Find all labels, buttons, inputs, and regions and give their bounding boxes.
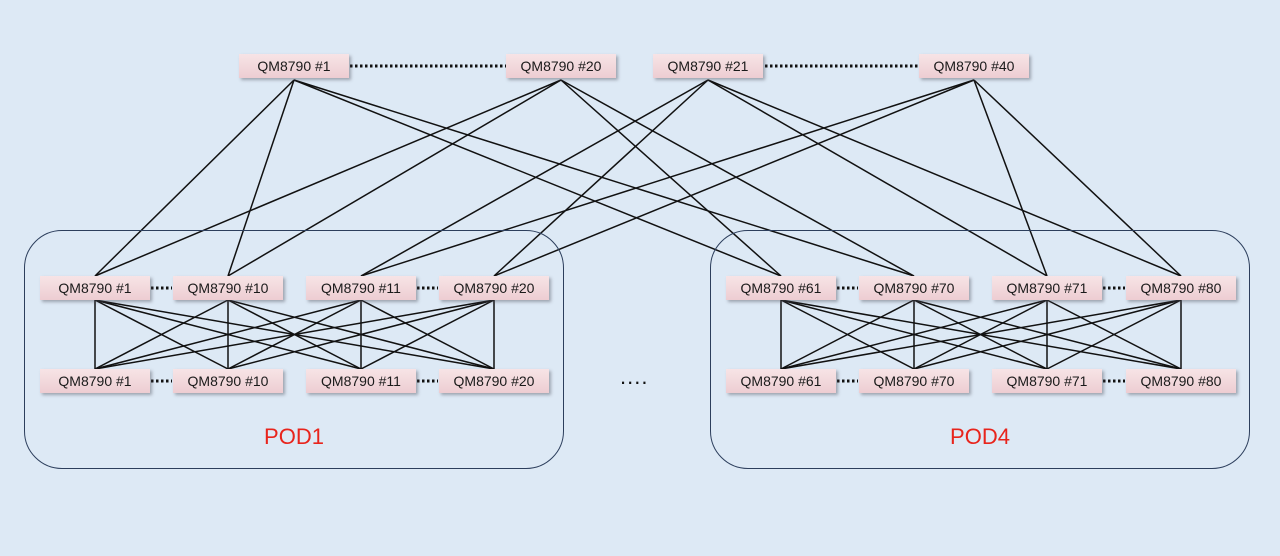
pod4-leaf-switch-71: QM8790 #71 [992, 276, 1102, 300]
pod4-tor-switch-70: QM8790 #70 [859, 369, 969, 393]
pod-4-container: POD4 [710, 230, 1250, 469]
pod1-mesh-line [94, 299, 495, 370]
pod1-leaf-switch-1: QM8790 #1 [40, 276, 150, 300]
uplink-line [707, 79, 1048, 277]
between-pods-ellipsis: .... [620, 364, 649, 389]
pod1-mesh-line [227, 299, 495, 370]
pod4-leaf-switch-70: QM8790 #70 [859, 276, 969, 300]
spine-switch-21: QM8790 #21 [653, 54, 763, 78]
uplink-line [493, 79, 975, 277]
pod4-mesh-line [913, 299, 1182, 370]
pod1-leaf-switch-20: QM8790 #20 [439, 276, 549, 300]
pod4-mesh-line [1046, 299, 1182, 370]
uplink-line [293, 79, 782, 277]
pod1-tor-switch-10: QM8790 #10 [173, 369, 283, 393]
pod1-tor-switch-11: QM8790 #11 [306, 369, 416, 393]
pod4-tor-switch-71: QM8790 #71 [992, 369, 1102, 393]
pod4-leaf-switch-80: QM8790 #80 [1126, 276, 1236, 300]
uplink-line [973, 79, 1048, 277]
uplink-line [360, 79, 975, 277]
pod4-tor-switch-80: QM8790 #80 [1126, 369, 1236, 393]
uplink-line [707, 79, 1182, 277]
pod1-tor-switch-1: QM8790 #1 [40, 369, 150, 393]
pod-4-label: POD4 [950, 424, 1010, 449]
pod1-mesh-line [360, 299, 495, 370]
uplink-line [560, 79, 915, 277]
pod1-tor-switch-20: QM8790 #20 [439, 369, 549, 393]
pod-1-container: POD1 [24, 230, 564, 469]
uplink-line [293, 79, 915, 277]
pod-1-label: POD1 [264, 424, 324, 449]
pod4-mesh-line [780, 299, 1048, 370]
pod1-mesh-line [94, 299, 362, 370]
pod4-mesh-line [780, 299, 1182, 370]
pod1-leaf-switch-11: QM8790 #11 [306, 276, 416, 300]
uplink-line [94, 79, 295, 277]
spine-switch-1: QM8790 #1 [239, 54, 349, 78]
pod1-leaf-switch-10: QM8790 #10 [173, 276, 283, 300]
pod4-mesh-line [780, 299, 915, 370]
uplink-line [94, 79, 562, 277]
uplink-line [973, 79, 1182, 277]
uplink-line [360, 79, 709, 277]
spine-switch-20: QM8790 #20 [506, 54, 616, 78]
pod4-leaf-switch-61: QM8790 #61 [726, 276, 836, 300]
uplink-line [227, 79, 562, 277]
pod4-tor-switch-61: QM8790 #61 [726, 369, 836, 393]
spine-switch-40: QM8790 #40 [919, 54, 1029, 78]
uplink-line [227, 79, 295, 277]
pod1-mesh-line [94, 299, 229, 370]
